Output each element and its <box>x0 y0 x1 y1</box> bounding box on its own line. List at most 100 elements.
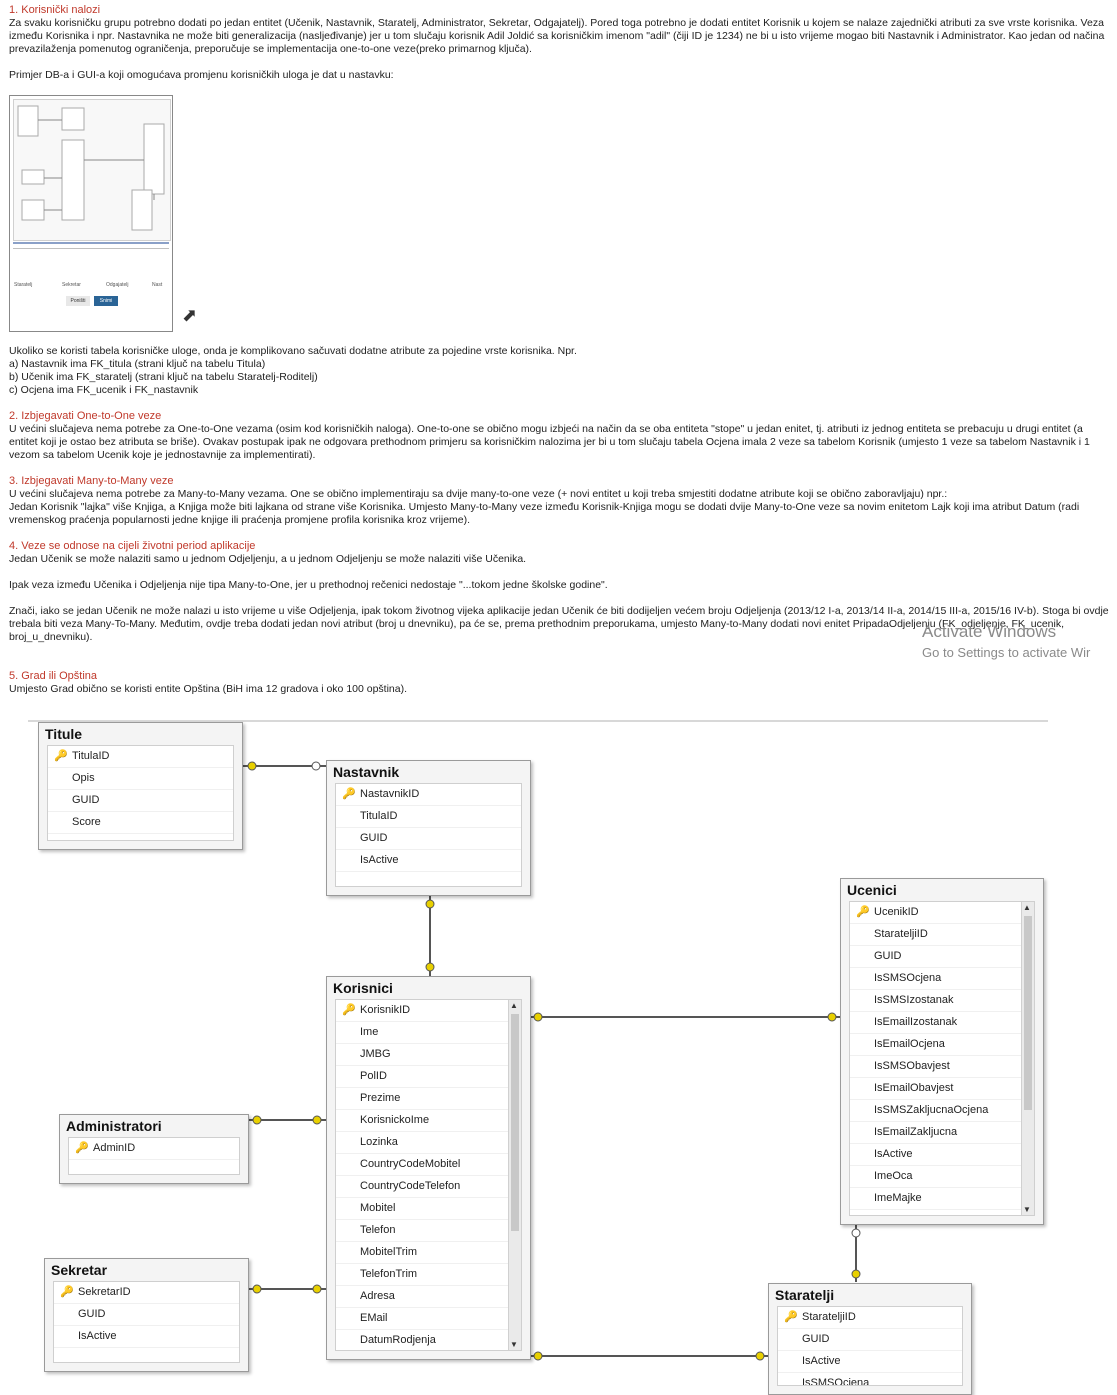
column-row[interactable]: MobitelTrim <box>336 1242 521 1264</box>
column-row[interactable]: ImeOca <box>850 1166 1034 1188</box>
column-row[interactable]: GUID <box>778 1329 962 1351</box>
column-row[interactable]: KorisnickoIme <box>336 1110 521 1132</box>
column-row[interactable]: DatumRodjenja <box>336 1330 521 1350</box>
column-name: IsEmailIzostanak <box>874 1016 958 1028</box>
column-name: Mobitel <box>360 1202 396 1214</box>
table-ucenici-title: Ucenici <box>847 882 897 898</box>
table-scrollbar[interactable]: ▲▼ <box>508 1000 521 1350</box>
column-row[interactable]: IsEmailZakljucna <box>850 1122 1034 1144</box>
activate-windows-watermark: Activate Windows Go to Settings to activ… <box>922 622 1090 660</box>
column-name: GUID <box>78 1308 106 1320</box>
column-row[interactable]: IsSMSOcjena <box>850 968 1034 990</box>
column-row[interactable]: JMBG <box>336 1044 521 1066</box>
primary-key-icon: 🔑 <box>75 1142 89 1154</box>
column-row[interactable]: CountryCodeTelefon <box>336 1176 521 1198</box>
column-name: MobitelTrim <box>360 1246 418 1258</box>
column-name: StarateljiID <box>874 928 928 940</box>
column-row[interactable]: Lozinka <box>336 1132 521 1154</box>
column-row[interactable]: GUID <box>54 1304 239 1326</box>
section-3-paragraph-2: Jedan Korisnik "lajka" više Knjiga, a Kn… <box>9 501 1080 526</box>
column-name: Ime <box>360 1026 379 1038</box>
column-row[interactable]: IsSMSObavjest <box>850 1056 1034 1078</box>
scroll-down-icon[interactable]: ▼ <box>510 1340 518 1349</box>
column-name: EMail <box>360 1312 388 1324</box>
column-name: Lozinka <box>360 1136 398 1148</box>
column-row[interactable]: 🔑UcenikID <box>850 902 1034 924</box>
column-name: GUID <box>802 1333 830 1345</box>
column-row[interactable]: 🔑TitulaID <box>48 746 233 768</box>
column-row[interactable]: IsSMSIzostanak <box>850 990 1034 1012</box>
column-row[interactable]: 🔑SekretarID <box>54 1282 239 1304</box>
column-name: IsEmailOcjena <box>874 1038 945 1050</box>
section-1-paragraph: Za svaku korisničku grupu potrebno dodat… <box>9 17 1105 55</box>
table-administratori-columns: 🔑AdminID <box>68 1137 240 1175</box>
column-row[interactable]: IsActive <box>54 1326 239 1348</box>
section-1-item-b: b) Učenik ima FK_staratelj (strani ključ… <box>9 371 318 383</box>
column-row[interactable]: GUID <box>48 790 233 812</box>
scroll-thumb[interactable] <box>511 1014 519 1231</box>
column-row[interactable]: Prezime <box>336 1088 521 1110</box>
section-3-paragraph-1: U većini slučajeva nema potrebe za Many-… <box>9 488 948 500</box>
column-row[interactable]: StarateljiID <box>850 924 1034 946</box>
column-name: NastavnikID <box>360 788 420 800</box>
column-name: BrojBodova <box>874 1214 931 1215</box>
column-row[interactable]: 🔑NastavnikID <box>336 784 521 806</box>
column-row[interactable]: IsEmailOcjena <box>850 1034 1034 1056</box>
scroll-down-icon[interactable]: ▼ <box>1023 1205 1031 1214</box>
column-name: IsActive <box>874 1148 913 1160</box>
column-row[interactable]: IsEmailIzostanak <box>850 1012 1034 1034</box>
column-row[interactable]: IsSMSZakljucnaOcjena <box>850 1100 1034 1122</box>
column-row[interactable]: PolID <box>336 1066 521 1088</box>
column-name: JMBG <box>360 1048 391 1060</box>
section-1-item-c: c) Ocjena ima FK_ucenik i FK_nastavnik <box>9 384 199 396</box>
column-name: IsEmailZakljucna <box>874 1126 958 1138</box>
column-row[interactable]: BrojBodova <box>850 1210 1034 1215</box>
column-row[interactable]: Adresa <box>336 1286 521 1308</box>
mini-separator-2 <box>13 248 169 249</box>
column-row[interactable]: 🔑StarateljiID <box>778 1307 962 1329</box>
table-sekretar-title: Sekretar <box>51 1262 108 1278</box>
column-row[interactable]: IsActive <box>778 1351 962 1373</box>
column-row[interactable]: GUID <box>336 828 521 850</box>
column-name: KorisnickoIme <box>360 1114 430 1126</box>
column-name: CountryCodeMobitel <box>360 1158 461 1170</box>
column-row[interactable]: Opis <box>48 768 233 790</box>
column-row[interactable]: Ime <box>336 1022 521 1044</box>
column-name: Opis <box>72 772 95 784</box>
column-name: TitulaID <box>360 810 398 822</box>
column-row[interactable]: EMail <box>336 1308 521 1330</box>
column-row[interactable]: IsActive <box>850 1144 1034 1166</box>
column-row[interactable]: GUID <box>850 946 1034 968</box>
scroll-thumb[interactable] <box>1024 916 1032 1111</box>
column-row[interactable]: 🔑KorisnikID <box>336 1000 521 1022</box>
table-scrollbar[interactable]: ▲▼ <box>1021 902 1034 1215</box>
column-name: ImeMajke <box>874 1192 922 1204</box>
column-row[interactable]: Telefon <box>336 1220 521 1242</box>
scroll-up-icon[interactable]: ▲ <box>1023 903 1031 912</box>
column-row[interactable]: CountryCodeMobitel <box>336 1154 521 1176</box>
section-1-intro: Primjer DB-a i GUI-a koji omogućava prom… <box>9 69 394 81</box>
scroll-up-icon[interactable]: ▲ <box>510 1001 518 1010</box>
column-row[interactable]: IsEmailObavjest <box>850 1078 1034 1100</box>
table-administratori[interactable]: Administratori 🔑AdminID <box>59 1114 249 1184</box>
column-row[interactable]: 🔑AdminID <box>69 1138 239 1160</box>
mouse-cursor-icon: ⬈ <box>182 305 198 325</box>
column-row[interactable]: Score <box>48 812 233 834</box>
column-row[interactable]: TitulaID <box>336 806 521 828</box>
column-row[interactable]: ImeMajke <box>850 1188 1034 1210</box>
column-row[interactable]: TelefonTrim <box>336 1264 521 1286</box>
column-row[interactable]: IsSMSOcjena <box>778 1373 962 1385</box>
db-gui-example-image[interactable]: Staratelj Sekretar Odgajatelj Nast Poniš… <box>9 95 173 332</box>
column-row[interactable]: Mobitel <box>336 1198 521 1220</box>
table-sekretar[interactable]: Sekretar 🔑SekretarID GUID IsActive <box>44 1258 249 1372</box>
section-1-item-a: a) Nastavnik ima FK_titula (strani ključ… <box>9 358 266 370</box>
column-row[interactable]: IsActive <box>336 850 521 872</box>
